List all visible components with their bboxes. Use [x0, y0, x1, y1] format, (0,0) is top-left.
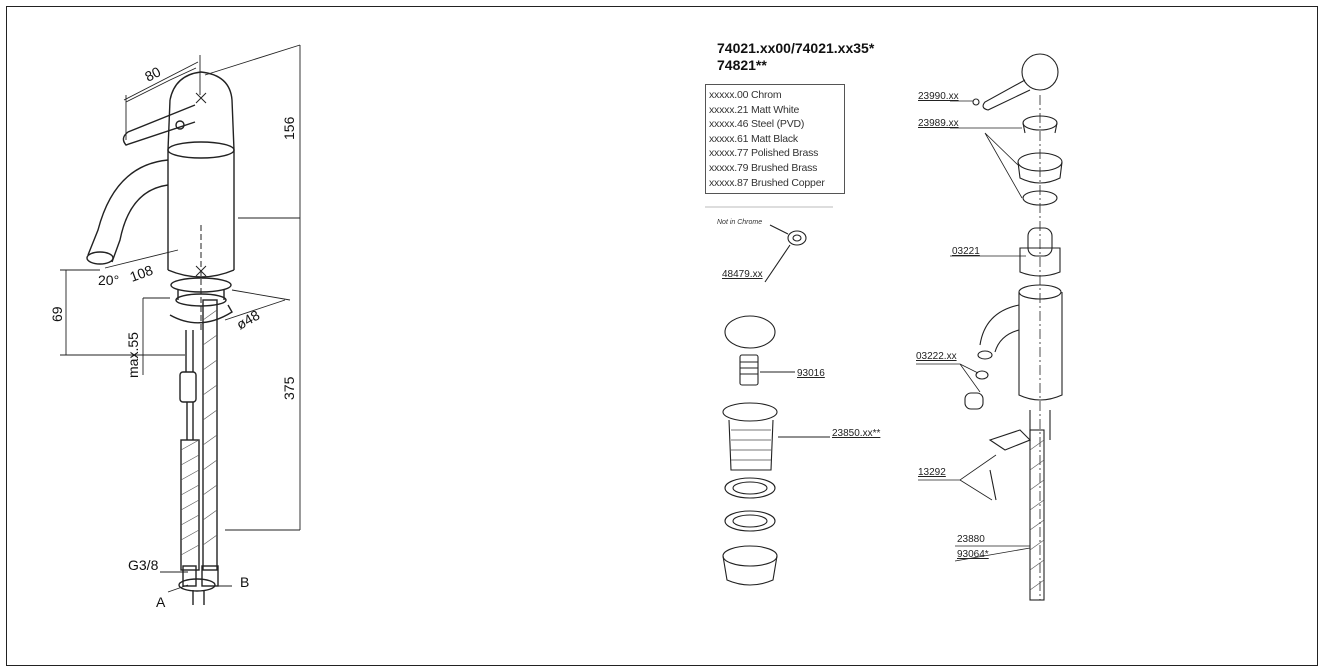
- finishes-table: xxxxx.00 Chrom xxxxx.21 Matt White xxxxx…: [705, 84, 845, 194]
- finish-item: xxxxx.79 Brushed Brass: [709, 161, 818, 174]
- spout-upper: [87, 159, 169, 256]
- dim-handle-length: 80: [142, 63, 163, 84]
- part-93064: 93064*: [957, 549, 989, 560]
- finish-item: xxxxx.77 Polished Brass: [709, 147, 819, 160]
- part-48479: 48479.xx: [722, 269, 763, 280]
- dim-upper-height: 156: [281, 116, 297, 140]
- finish-item: xxxxx.87 Brushed Copper: [709, 176, 825, 189]
- dim-base-diameter: ø48: [234, 307, 263, 333]
- dim-spout-reach: 108: [128, 262, 156, 285]
- dim-spout-angle: 20°: [98, 272, 119, 288]
- handle-lever: [122, 104, 196, 146]
- part-93016: 93016: [797, 368, 825, 379]
- model-numbers: 74021.xx00/74021.xx35* 74821**: [717, 40, 874, 74]
- dim-thread: G3/8: [128, 557, 159, 573]
- part-03222: 03222.xx: [916, 351, 957, 362]
- part-23989: 23989.xx: [918, 118, 959, 129]
- dim-spout-height: 69: [49, 306, 65, 322]
- part-03221: 03221: [952, 246, 980, 257]
- dim-hose-length: 375: [281, 376, 297, 400]
- not-in-chrome-note: Not in Chrome: [717, 219, 763, 226]
- finish-item: xxxxx.00 Chrom: [709, 89, 782, 101]
- part-13292: 13292: [918, 467, 946, 478]
- exploded-view: [705, 53, 1063, 601]
- label-connection-b: B: [240, 574, 249, 590]
- model-line-2: 74821**: [717, 57, 767, 73]
- finish-item: xxxxx.21 Matt White: [709, 103, 800, 116]
- part-23880: 23880: [957, 534, 985, 545]
- label-connection-a: A: [156, 594, 166, 610]
- model-line-1: 74021.xx00/74021.xx35*: [717, 40, 875, 56]
- finish-item: xxxxx.61 Matt Black: [709, 132, 798, 145]
- part-23990: 23990.xx: [918, 91, 959, 102]
- finish-item: xxxxx.46 Steel (PVD): [709, 118, 805, 131]
- dimension-drawing: 80 156 108 20° 69 ø48 max.55 375 G3/8 A …: [49, 44, 1063, 610]
- handle-top: [169, 71, 235, 151]
- part-23850: 23850.xx**: [832, 428, 881, 439]
- dim-max-deck: max.55: [125, 332, 141, 378]
